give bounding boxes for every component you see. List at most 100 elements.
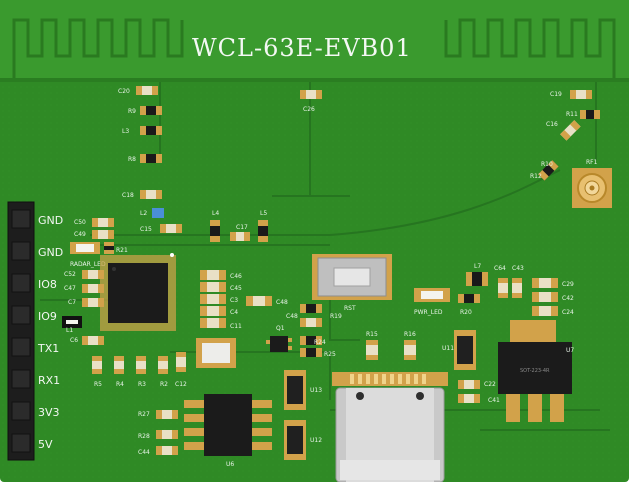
ref-u12: U12 [310, 437, 322, 444]
ref-c4: C4 [230, 309, 238, 316]
ref-c48: C48 [276, 299, 288, 306]
passives-top-right [538, 90, 600, 181]
power-led [414, 288, 450, 302]
left-pcb-antenna [12, 18, 184, 78]
ref-c7: C7 [68, 299, 76, 306]
rst-label: RST [344, 305, 356, 312]
ref-r15: R15 [366, 331, 378, 338]
ref-c11: C11 [230, 323, 242, 330]
ref-c16: C16 [546, 121, 558, 128]
ref-c46: C46 [230, 273, 242, 280]
u7-body-label: SOT-223-4R [520, 368, 550, 374]
passives-u6-left [156, 410, 178, 455]
regulator-u7 [498, 320, 572, 422]
ref-u7: U7 [566, 347, 574, 354]
passives-top-left [136, 86, 182, 233]
passives-ic-right [200, 270, 272, 328]
passives-r15-r16 [366, 340, 416, 360]
ref-c43: C43 [512, 265, 524, 272]
ref-c47: C47 [64, 285, 76, 292]
ref-r11: R11 [566, 111, 578, 118]
passives-bottom-row [92, 352, 186, 374]
passives-l7-area [466, 272, 522, 298]
right-pcb-antenna [444, 18, 616, 78]
ref-c15: C15 [140, 226, 152, 233]
ref-r12: R12 [530, 173, 542, 180]
antenna-keepout [0, 0, 629, 80]
pin-label-gnd-1: GND [38, 214, 63, 227]
ref-l3: L3 [122, 128, 129, 135]
passives-ic-left [62, 218, 114, 345]
passives-q1-area [300, 304, 322, 357]
ref-c19: C19 [550, 91, 562, 98]
ref-c48-b: C48 [286, 313, 298, 320]
pin-label-io9: IO9 [38, 310, 57, 323]
ref-r16: R16 [404, 331, 416, 338]
ref-q1: Q1 [276, 325, 285, 332]
ref-r25: R25 [324, 351, 336, 358]
ref-c20: C20 [118, 88, 130, 95]
ref-c49: C49 [74, 231, 86, 238]
ref-u11: U11 [442, 345, 454, 352]
ref-c26: C26 [303, 106, 315, 113]
resistor-r20 [458, 294, 480, 303]
ref-l7: L7 [474, 263, 481, 270]
ref-l5: L5 [260, 210, 267, 217]
ref-c6: C6 [70, 337, 78, 344]
pin-label-gnd-2: GND [38, 246, 63, 259]
ref-c64: C64 [494, 265, 506, 272]
ref-r21: R21 [116, 247, 128, 254]
ref-rf1: RF1 [586, 159, 598, 166]
radar-led-label: RADAR_LED [70, 261, 106, 268]
ref-r2: R2 [160, 381, 168, 388]
diode-u13 [284, 370, 306, 410]
board-title: WCL-63E-EVB01 [192, 34, 412, 62]
ref-r9: R9 [128, 108, 136, 115]
passives-c22-c41 [458, 380, 480, 403]
pin-label-5v: 5V [38, 438, 53, 451]
ref-c24: C24 [562, 309, 574, 316]
pin-header [7, 201, 35, 461]
main-soc-qfn [100, 253, 176, 331]
pin-label-tx1: TX1 [37, 342, 59, 355]
rf-connector [572, 168, 612, 208]
ref-c42: C42 [562, 295, 574, 302]
ref-u13: U13 [310, 387, 322, 394]
pin-label-io8: IO8 [38, 278, 57, 291]
reset-button[interactable] [312, 254, 392, 300]
ref-r28: R28 [138, 433, 150, 440]
ref-r24: R24 [314, 339, 326, 346]
ref-c18: C18 [122, 192, 134, 199]
ref-c17: C17 [236, 224, 248, 231]
ref-c52: C52 [64, 271, 76, 278]
passives-right [532, 278, 558, 316]
ref-l1: L1 [66, 327, 73, 334]
pin-label-rx1: RX1 [38, 374, 60, 387]
passives-l4-l5 [210, 220, 268, 242]
ref-r5: R5 [94, 381, 102, 388]
ref-c41: C41 [488, 397, 500, 404]
diode-u12 [284, 420, 306, 460]
ref-r27: R27 [138, 411, 150, 418]
ref-c45: C45 [230, 285, 242, 292]
cap-c26 [300, 90, 322, 99]
ref-l4: L4 [212, 210, 219, 217]
ref-c3: C3 [230, 297, 238, 304]
ref-r19: R19 [330, 313, 342, 320]
ic-u6 [184, 394, 272, 456]
ref-c12: C12 [175, 381, 187, 388]
pwr-led-label: PWR_LED [414, 309, 443, 316]
ref-l2: L2 [140, 210, 147, 217]
usb-c-connector[interactable] [332, 372, 448, 482]
ref-r20: R20 [460, 309, 472, 316]
ref-r4: R4 [116, 381, 124, 388]
transistor-q1 [266, 336, 292, 352]
crystal [196, 338, 236, 368]
ref-r8: R8 [128, 156, 136, 163]
ref-c22: C22 [484, 381, 496, 388]
diode-u11 [454, 330, 476, 370]
ref-r10: R10 [541, 161, 553, 168]
ref-u6: U6 [226, 461, 234, 468]
ref-r3: R3 [138, 381, 146, 388]
